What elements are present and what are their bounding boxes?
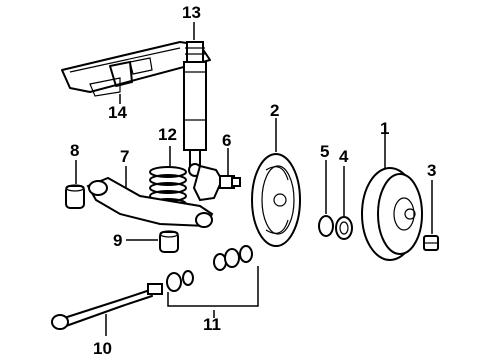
callout-6: 6: [222, 131, 231, 150]
callout-14: 14: [108, 103, 127, 122]
callout-4: 4: [339, 147, 349, 166]
part-1-brake-drum: [361, 167, 423, 261]
callout-2: 2: [270, 101, 279, 120]
callout-12: 12: [158, 125, 177, 144]
part-10-lateral-link: [51, 283, 163, 330]
part-8-bushing: [65, 184, 85, 209]
callout-1: 1: [380, 119, 389, 138]
leader-lines: [75, 22, 433, 336]
callout-7: 7: [120, 147, 129, 166]
callout-9: 9: [113, 231, 122, 250]
part-7-lower-control-arm: [86, 176, 214, 228]
part-6-spindle: [192, 164, 241, 202]
part-11-bushing-kit: [166, 245, 259, 307]
callout-3: 3: [427, 161, 436, 180]
callout-8: 8: [70, 141, 79, 160]
callout-11: 11: [203, 315, 221, 334]
callout-13: 13: [182, 3, 201, 22]
callout-10: 10: [93, 339, 112, 358]
part-14-crossmember: [61, 41, 211, 97]
part-9-bushing: [159, 230, 179, 253]
callout-5: 5: [320, 142, 329, 161]
part-13-shock-absorber: [183, 41, 207, 177]
part-2-brake-backing-plate: [251, 153, 301, 247]
part-3-nut: [423, 235, 439, 251]
part-5-bearing: [318, 215, 334, 237]
part-4-bearing: [335, 216, 353, 240]
